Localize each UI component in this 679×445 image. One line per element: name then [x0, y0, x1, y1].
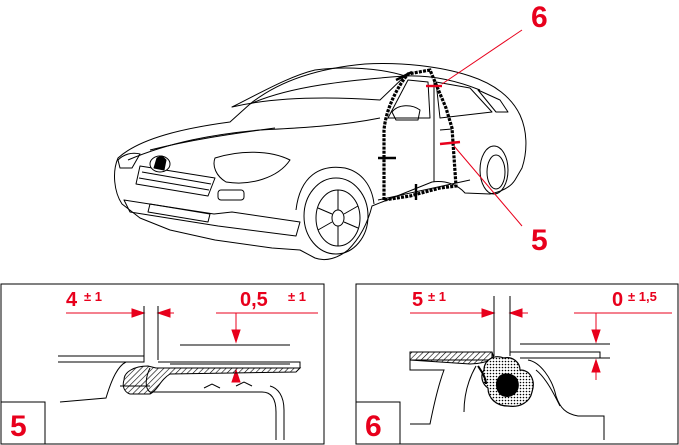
seal-bulb-right — [496, 373, 519, 397]
lion-emblem-icon — [149, 155, 171, 173]
leader-line-6 — [441, 29, 523, 85]
hood-crease — [149, 127, 276, 151]
grille — [135, 165, 216, 197]
seal-ticks-red — [426, 84, 461, 146]
leader-line-5 — [453, 145, 523, 227]
flush-value: 0,5 — [240, 289, 268, 311]
seal-lip-right — [477, 365, 487, 385]
side-mirror — [391, 105, 421, 121]
callout-label-top: 6 — [531, 1, 548, 34]
panel-number-box — [355, 401, 401, 445]
hood-line — [127, 117, 381, 161]
quarter-window — [477, 89, 509, 113]
headlight-left — [117, 152, 141, 169]
detail-panel-left: 5 4 ± 1 0,5 ± 1 — [0, 283, 325, 445]
bumper-intake — [147, 203, 211, 223]
door-skin-hem-right — [409, 351, 495, 365]
panel-number-box — [0, 401, 46, 445]
gap-value: 5 — [412, 289, 423, 311]
detail-panel-right: 6 5 ± 1 0 ± 1,5 — [355, 283, 679, 445]
windshield — [231, 67, 406, 108]
car-body-outline — [114, 63, 527, 261]
front-wheel — [303, 177, 369, 255]
panel-number: 5 — [10, 410, 27, 443]
flush-tolerance: ± 1 — [288, 289, 306, 304]
gap-value: 4 — [66, 289, 78, 311]
front-door-window — [387, 79, 431, 119]
roof-line — [249, 75, 481, 105]
gap-tolerance: ± 1 — [84, 289, 102, 304]
car-illustration — [114, 63, 527, 261]
rear-door-window — [435, 81, 493, 119]
grille-slat — [141, 171, 212, 185]
front-bumper — [123, 199, 301, 237]
callout-label-bottom: 5 — [531, 224, 548, 257]
gap-tolerance: ± 1 — [428, 289, 446, 304]
flush-tolerance: ± 1,5 — [628, 289, 657, 304]
front-wheel-arch — [295, 166, 375, 211]
door-handle — [439, 128, 453, 131]
panel-number: 6 — [365, 410, 382, 443]
flush-value: 0 — [612, 289, 623, 311]
grille-slat — [138, 177, 210, 191]
seal-clips-left — [203, 381, 253, 389]
door-seal-outline — [382, 68, 458, 202]
headlight-right — [213, 151, 291, 184]
gap-dimension — [66, 306, 174, 360]
seal-ticks — [378, 70, 418, 200]
gap-dimension — [410, 296, 528, 356]
seal-section-left — [122, 365, 302, 395]
fog-light — [217, 189, 245, 201]
rear-wheel — [479, 145, 509, 195]
